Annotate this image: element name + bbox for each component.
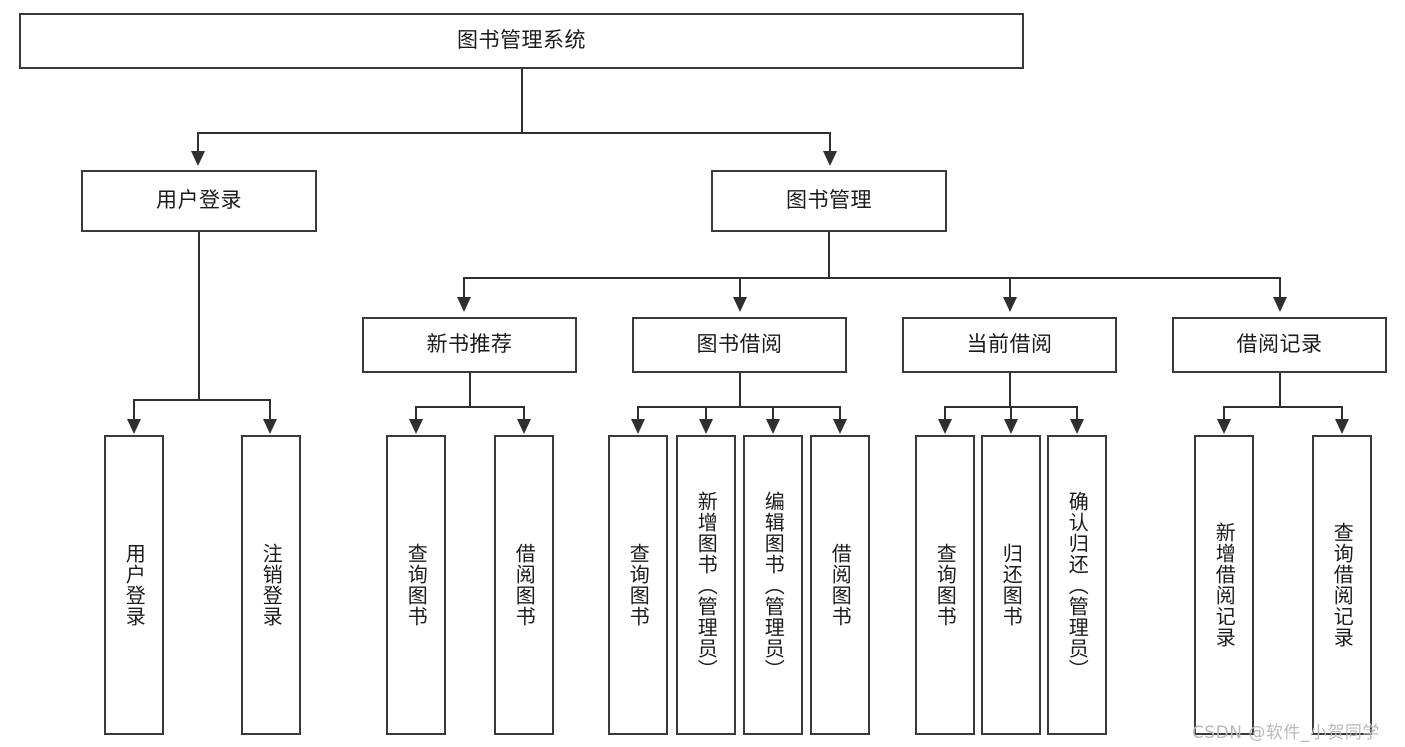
arrowhead-current-borrow-leaf-1 [938,419,952,434]
node-label: 图书借阅 [696,332,783,357]
connector-to-new-book [463,277,465,297]
leaf-borrow-record-add-record[interactable]: 新增借阅记录 [1194,435,1254,735]
connector-new-book-leaf-2 [523,406,525,420]
node-new-book-recommend[interactable]: 新书推荐 [362,317,577,373]
node-label: 借阅记录 [1236,332,1323,357]
connector-new-book-leaf-1 [415,406,417,420]
connector-book-borrow-bar [637,406,841,408]
node-label: 用户登录 [156,188,242,213]
arrowhead-book-borrow-leaf-2 [699,419,713,434]
arrowhead-book-borrow-leaf-4 [833,419,847,434]
connector-borrow-record-stem [1279,373,1281,407]
connector-root-stem [521,69,523,133]
node-label: 用户登录 [122,543,147,627]
node-label: 新增图书（管理员） [694,490,719,680]
arrowhead-leaf-user-login [127,419,141,434]
node-user-login[interactable]: 用户登录 [81,170,317,232]
connector-borrow-record-bar [1223,406,1342,408]
connector-borrow-record-leaf-2 [1341,406,1343,420]
arrowhead-current-borrow [1003,297,1017,312]
node-label: 查询借阅记录 [1330,522,1355,648]
connector-to-borrow-record [1279,277,1281,297]
connector-book-borrow-leaf-2 [705,406,707,420]
node-label: 查询图书 [626,543,651,627]
leaf-book-borrow-borrow-book[interactable]: 借阅图书 [810,435,870,735]
leaf-book-borrow-query-book[interactable]: 查询图书 [608,435,668,735]
leaf-current-borrow-query-book[interactable]: 查询图书 [915,435,975,735]
leaf-book-borrow-edit-book-admin[interactable]: 编辑图书（管理员） [743,435,803,735]
leaf-book-borrow-add-book-admin[interactable]: 新增图书（管理员） [676,435,736,735]
node-label: 查询图书 [933,543,958,627]
leaf-user-login[interactable]: 用户登录 [104,435,164,735]
node-book-management[interactable]: 图书管理 [711,170,947,232]
connector-user-login-leaf-1 [133,399,135,419]
node-label: 注销登录 [259,543,284,627]
connector-current-borrow-leaf-3 [1076,406,1078,420]
arrowhead-new-book-recommend [457,297,471,312]
node-label: 编辑图书（管理员） [761,490,786,680]
connector-user-login-bar [133,399,269,401]
arrowhead-leaf-logout [263,419,277,434]
connector-user-login-stem [198,232,200,400]
csdn-watermark: CSDN @软件_小贺同学 [1192,723,1380,743]
arrowhead-book-borrow-leaf-1 [631,419,645,434]
connector-current-borrow-stem [1009,373,1011,407]
leaf-borrow-record-query-record[interactable]: 查询借阅记录 [1312,435,1372,735]
node-label: 查询图书 [404,543,429,627]
node-book-borrow[interactable]: 图书借阅 [632,317,847,373]
node-borrow-record[interactable]: 借阅记录 [1172,317,1387,373]
connector-borrow-record-leaf-1 [1223,406,1225,420]
node-label: 当前借阅 [966,332,1053,357]
connector-to-book-borrow [739,277,741,297]
node-current-borrow[interactable]: 当前借阅 [902,317,1117,373]
connector-book-borrow-leaf-1 [637,406,639,420]
connector-to-book-management [829,132,831,151]
arrowhead-book-borrow [733,297,747,312]
connector-current-borrow-leaf-1 [944,406,946,420]
connector-root-bar [197,132,831,134]
connector-new-book-stem [469,373,471,407]
arrowhead-current-borrow-leaf-3 [1070,419,1084,434]
arrowhead-borrow-record-leaf-1 [1217,419,1231,434]
arrowhead-new-book-leaf-2 [517,419,531,434]
node-label: 确认归还（管理员） [1065,490,1090,680]
connector-book-management-stem [828,232,830,278]
connector-book-borrow-leaf-3 [772,406,774,420]
node-label: 新书推荐 [426,332,513,357]
connector-book-borrow-stem [739,373,741,407]
leaf-new-book-borrow-book[interactable]: 借阅图书 [494,435,554,735]
node-label: 归还图书 [999,543,1024,627]
node-label: 新增借阅记录 [1212,522,1237,648]
arrowhead-book-borrow-leaf-3 [766,419,780,434]
connector-book-borrow-leaf-4 [839,406,841,420]
connector-user-login-leaf-2 [269,399,271,419]
connector-current-borrow-leaf-2 [1010,406,1012,420]
leaf-logout[interactable]: 注销登录 [241,435,301,735]
leaf-current-borrow-return-book[interactable]: 归还图书 [981,435,1041,735]
arrowhead-current-borrow-leaf-2 [1004,419,1018,434]
connector-new-book-bar [415,406,525,408]
node-label: 图书管理系统 [457,28,586,53]
leaf-current-borrow-confirm-return-admin[interactable]: 确认归还（管理员） [1047,435,1107,735]
node-label: 借阅图书 [828,543,853,627]
arrowhead-borrow-record-leaf-2 [1335,419,1349,434]
arrowhead-user-login [191,151,205,166]
connector-to-user-login [197,132,199,151]
leaf-new-book-query-book[interactable]: 查询图书 [386,435,446,735]
node-root-book-management-system[interactable]: 图书管理系统 [19,13,1024,69]
node-label: 借阅图书 [512,543,537,627]
arrowhead-new-book-leaf-1 [409,419,423,434]
connector-book-management-bar [463,277,1280,279]
arrowhead-book-management [823,151,837,166]
connector-to-current-borrow [1009,277,1011,297]
node-label: 图书管理 [786,188,872,213]
arrowhead-borrow-record [1273,297,1287,312]
